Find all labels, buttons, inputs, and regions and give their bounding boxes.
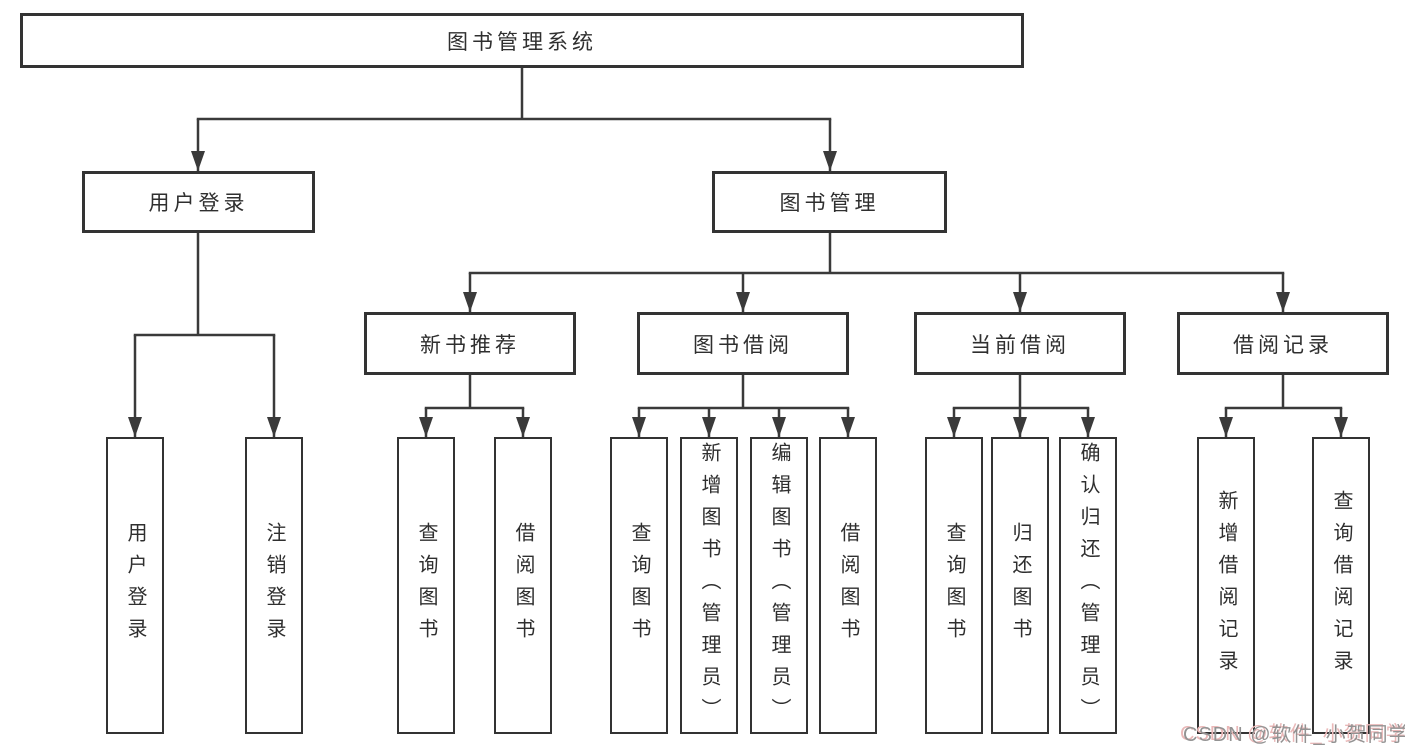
leaf-add-book-admin-label: 新增图书（管理员） xyxy=(698,441,720,730)
connector-book-management-split xyxy=(463,233,1290,312)
leaf-add-borrow-record-label: 新增借阅记录 xyxy=(1215,489,1237,682)
leaf-edit-book-admin: 编辑图书（管理员） xyxy=(750,437,808,734)
node-user-login-label: 用户登录 xyxy=(148,192,249,215)
leaf-borrow-books-label: 借阅图书 xyxy=(837,521,859,650)
node-book-borrow: 图书借阅 xyxy=(637,312,849,375)
leaf-user-login-label: 用户登录 xyxy=(124,521,146,650)
leaf-confirm-return-admin-label: 确认归还（管理员） xyxy=(1077,441,1099,730)
leaf-logout-label: 注销登录 xyxy=(263,521,285,650)
node-current-borrow: 当前借阅 xyxy=(914,312,1126,375)
node-book-borrow-label: 图书借阅 xyxy=(693,333,793,357)
leaf-query-books-current-label: 查询图书 xyxy=(943,521,965,650)
connector-root-split xyxy=(191,67,837,171)
node-borrow-records-label: 借阅记录 xyxy=(1233,333,1333,357)
connector-new-book-split xyxy=(419,375,530,437)
node-new-book-recommend: 新书推荐 xyxy=(364,312,576,375)
node-book-management: 图书管理 xyxy=(712,171,947,233)
leaf-borrow-books-recommend: 借阅图书 xyxy=(494,437,552,734)
node-new-book-recommend-label: 新书推荐 xyxy=(420,333,520,357)
leaf-query-books-borrow-label: 查询图书 xyxy=(628,521,650,650)
watermark: CSDN @软件_小贺同学 xyxy=(1183,724,1405,746)
leaf-borrow-books: 借阅图书 xyxy=(819,437,877,734)
leaf-query-books-current: 查询图书 xyxy=(925,437,983,734)
node-current-borrow-label: 当前借阅 xyxy=(970,333,1070,357)
leaf-edit-book-admin-label: 编辑图书（管理员） xyxy=(768,441,790,730)
connector-user-login-split xyxy=(128,233,281,437)
leaf-logout: 注销登录 xyxy=(245,437,303,734)
leaf-query-borrow-record: 查询借阅记录 xyxy=(1312,437,1370,734)
connector-borrow-records-split xyxy=(1219,375,1348,437)
node-root-label: 图书管理系统 xyxy=(447,30,597,54)
leaf-query-borrow-record-label: 查询借阅记录 xyxy=(1330,489,1352,682)
leaf-query-books-borrow: 查询图书 xyxy=(610,437,668,734)
node-root: 图书管理系统 xyxy=(20,13,1024,68)
connector-book-borrow-split xyxy=(632,375,855,437)
leaf-add-book-admin: 新增图书（管理员） xyxy=(680,437,738,734)
node-book-management-label: 图书管理 xyxy=(779,192,880,215)
leaf-return-book: 归还图书 xyxy=(991,437,1049,734)
leaf-borrow-books-recommend-label: 借阅图书 xyxy=(512,521,534,650)
leaf-query-books-recommend-label: 查询图书 xyxy=(415,521,437,650)
leaf-return-book-label: 归还图书 xyxy=(1009,521,1031,650)
node-user-login: 用户登录 xyxy=(82,171,315,233)
leaf-user-login: 用户登录 xyxy=(106,437,164,734)
node-borrow-records: 借阅记录 xyxy=(1177,312,1389,375)
connector-current-borrow-split xyxy=(947,375,1095,437)
leaf-add-borrow-record: 新增借阅记录 xyxy=(1197,437,1255,734)
leaf-query-books-recommend: 查询图书 xyxy=(397,437,455,734)
leaf-confirm-return-admin: 确认归还（管理员） xyxy=(1059,437,1117,734)
